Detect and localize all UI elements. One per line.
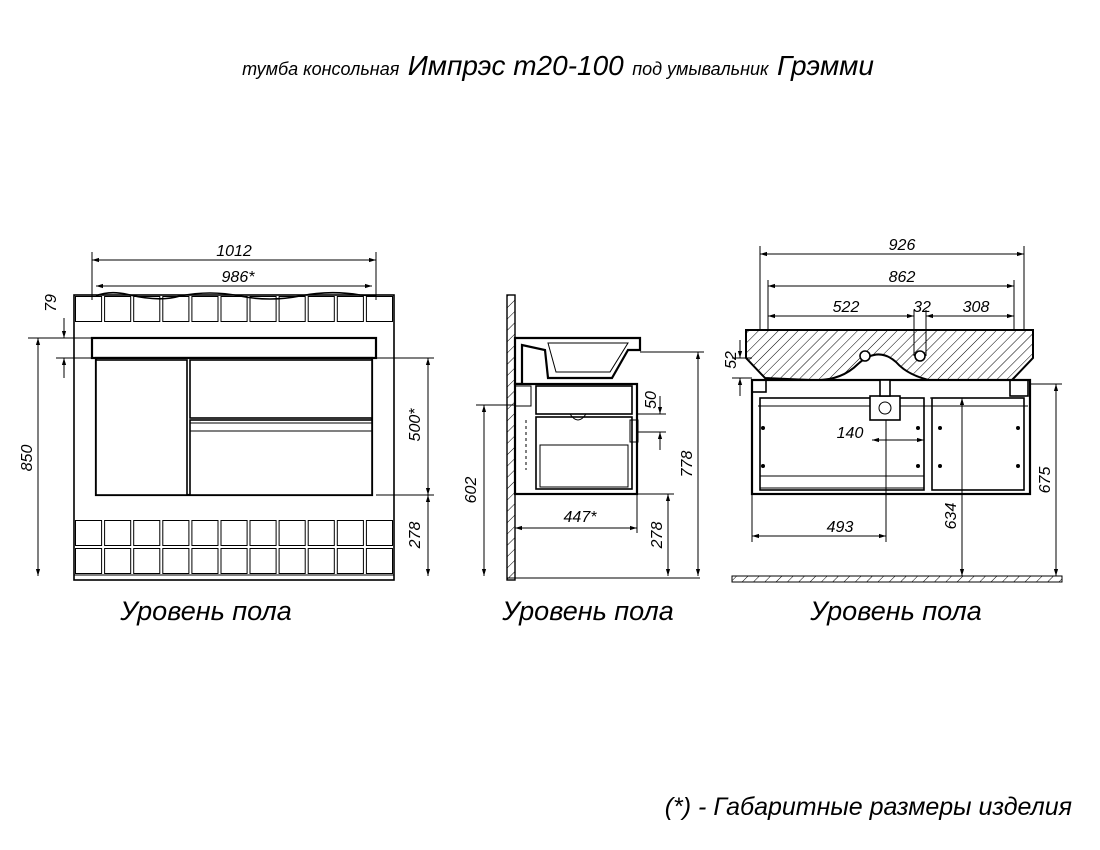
wall-tile: [191, 296, 219, 322]
wall-tile: [249, 296, 277, 322]
dim-height-778: 778: [679, 451, 696, 478]
rear-view: 926 862 522 32 308 52 140 493 634: [723, 237, 1063, 626]
wall-tile: [307, 548, 335, 574]
wall-tile: [133, 296, 161, 322]
footnote: (*) - Габаритные размеры изделия: [665, 793, 1072, 821]
wall-tile: [133, 548, 161, 574]
dim-height-602: 602: [463, 477, 480, 504]
dim-height-675: 675: [1037, 467, 1054, 494]
upper-drawer: [189, 359, 373, 419]
wall-tile: [336, 548, 364, 574]
side-floor-label: Уровень пола: [501, 596, 674, 626]
wall-tile: [104, 296, 132, 322]
wall-tile: [336, 520, 364, 546]
wall-tile: [75, 520, 103, 546]
basin-section: [745, 329, 1034, 384]
dim-rear-hole: 32: [913, 299, 931, 316]
rear-floor: [731, 575, 1063, 583]
dim-depth: 447*: [564, 509, 598, 526]
wall-tile: [162, 520, 190, 546]
title-middle: под умывальник: [632, 59, 770, 79]
wall-tile: [220, 296, 248, 322]
dim-floor-gap: 278: [407, 522, 424, 550]
front-floor-label: Уровень пола: [119, 596, 292, 626]
title-basin: Грэмми: [777, 50, 874, 81]
wall-tile: [278, 548, 306, 574]
wall-tile: [365, 520, 393, 546]
dim-drain-position: 493: [827, 519, 854, 536]
dim-total-height: 850: [19, 445, 36, 472]
tile-wall: [73, 294, 395, 581]
front-view: 1012 986* 79 850 500* 278 Уровень пола: [19, 243, 434, 626]
dim-side-floor-gap: 278: [649, 522, 666, 550]
dim-body-height: 500*: [407, 408, 424, 442]
wall-section: [506, 294, 516, 581]
wall-tile: [249, 520, 277, 546]
dim-rear-overall: 926: [889, 237, 916, 254]
title-model: Импрэс т20-100: [408, 50, 624, 81]
dim-body-width: 986*: [222, 269, 256, 286]
wall-tile: [191, 520, 219, 546]
dim-height-634: 634: [943, 503, 960, 530]
wall-tile: [307, 520, 335, 546]
wall-tile: [249, 548, 277, 574]
dim-rear-top: 52: [723, 351, 740, 369]
dim-rear-right: 308: [963, 299, 990, 316]
siphon: [869, 395, 901, 421]
wall-tile: [162, 548, 190, 574]
lower-drawer: [189, 419, 373, 496]
wall-tile: [104, 520, 132, 546]
dim-top-thickness: 79: [43, 294, 60, 312]
wall-tile: [133, 520, 161, 546]
rear-floor-label: Уровень пола: [809, 596, 982, 626]
wall-tile: [307, 296, 335, 322]
side-cabinet: [513, 382, 639, 496]
side-view: 447* 50 602 778 278 Уровень пола: [463, 294, 704, 626]
wall-tile: [365, 548, 393, 574]
dim-rear-left: 522: [833, 299, 860, 316]
wall-tile: [278, 296, 306, 322]
wall-tile: [75, 548, 103, 574]
wall-tile: [104, 548, 132, 574]
dim-drawer-gap: 50: [643, 391, 660, 409]
wall-tile: [191, 548, 219, 574]
left-door: [95, 359, 188, 496]
basin-slab: [90, 336, 378, 360]
dim-rear-inner: 862: [889, 269, 916, 286]
basin-top-edge: [95, 291, 377, 300]
dim-pipe-offset: 140: [837, 425, 864, 442]
wall-tile: [278, 520, 306, 546]
basin-profile: [513, 336, 642, 386]
wall-tile: [336, 296, 364, 322]
wall-tile: [220, 548, 248, 574]
wall-tile: [162, 296, 190, 322]
wall-tile: [220, 520, 248, 546]
wall-tile: [365, 296, 393, 322]
title-prefix: тумба консольная: [242, 59, 400, 79]
drawing-title: тумба консольная Импрэс т20-100 под умыв…: [242, 50, 874, 81]
wall-tile: [75, 296, 103, 322]
dim-overall-width: 1012: [216, 243, 252, 260]
